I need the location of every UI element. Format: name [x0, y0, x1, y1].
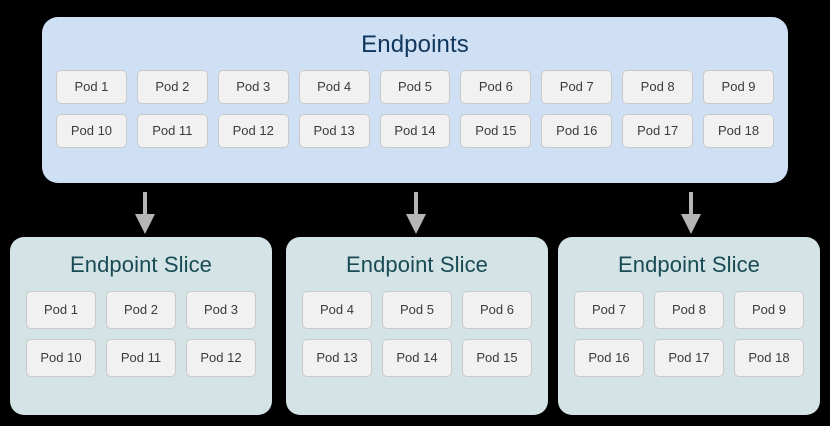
pod-chip: Pod 16	[541, 114, 613, 148]
arrow-head	[135, 214, 155, 234]
pod-chip: Pod 6	[460, 70, 532, 104]
pod-chip: Pod 1	[26, 291, 96, 329]
pod-chip: Pod 10	[56, 114, 127, 148]
endpoint-slice-panel-1: Endpoint Slice Pod 1 Pod 2 Pod 3 Pod 10 …	[10, 237, 272, 415]
pod-chip: Pod 13	[302, 339, 372, 377]
endpoint-slice-pod-grid: Pod 4 Pod 5 Pod 6 Pod 13 Pod 14 Pod 15	[302, 291, 532, 377]
arrow-head	[406, 214, 426, 234]
pod-chip: Pod 17	[622, 114, 694, 148]
pod-chip: Pod 2	[106, 291, 176, 329]
endpoint-slice-pod-grid: Pod 7 Pod 8 Pod 9 Pod 16 Pod 17 Pod 18	[574, 291, 804, 377]
pod-chip: Pod 14	[382, 339, 452, 377]
arrow-shaft	[689, 192, 693, 216]
arrow-down-icon	[403, 192, 429, 234]
endpoint-slice-title: Endpoint Slice	[617, 252, 761, 277]
pod-chip: Pod 13	[298, 114, 370, 148]
pod-chip: Pod 9	[703, 70, 774, 104]
pod-chip: Pod 18	[734, 339, 804, 377]
endpoint-slice-title: Endpoint Slice	[345, 252, 489, 277]
arrow-shaft	[414, 192, 418, 216]
pod-chip: Pod 11	[136, 114, 208, 148]
endpoint-slice-pod-grid: Pod 1 Pod 2 Pod 3 Pod 10 Pod 11 Pod 12	[26, 291, 256, 377]
arrow-shaft	[143, 192, 147, 216]
endpoint-slice-panel-3: Endpoint Slice Pod 7 Pod 8 Pod 9 Pod 16 …	[558, 237, 820, 415]
endpoints-panel: Endpoints Pod 1 Pod 2 Pod 3 Pod 4 Pod 5 …	[42, 17, 788, 183]
arrow-down-icon	[132, 192, 158, 234]
pod-chip: Pod 5	[382, 291, 452, 329]
pod-chip: Pod 12	[186, 339, 256, 377]
pod-chip: Pod 6	[462, 291, 532, 329]
pod-chip: Pod 18	[703, 114, 774, 148]
pod-chip: Pod 7	[574, 291, 644, 329]
endpoint-slice-panel-2: Endpoint Slice Pod 4 Pod 5 Pod 6 Pod 13 …	[286, 237, 548, 415]
pod-chip: Pod 7	[541, 70, 613, 104]
pod-chip: Pod 8	[622, 70, 694, 104]
pod-chip: Pod 2	[136, 70, 208, 104]
pod-chip: Pod 14	[379, 114, 451, 148]
pod-chip: Pod 16	[574, 339, 644, 377]
pod-chip: Pod 15	[462, 339, 532, 377]
arrow-down-icon	[678, 192, 704, 234]
pod-chip: Pod 11	[106, 339, 176, 377]
pod-chip: Pod 4	[302, 291, 372, 329]
pod-chip: Pod 5	[379, 70, 451, 104]
pod-chip: Pod 3	[186, 291, 256, 329]
endpoint-slice-row: Endpoint Slice Pod 1 Pod 2 Pod 3 Pod 10 …	[0, 237, 830, 415]
pod-chip: Pod 15	[460, 114, 532, 148]
endpoints-pod-grid: Pod 1 Pod 2 Pod 3 Pod 4 Pod 5 Pod 6 Pod …	[56, 70, 774, 148]
pod-chip: Pod 9	[734, 291, 804, 329]
pod-chip: Pod 4	[298, 70, 370, 104]
pod-chip: Pod 3	[217, 70, 289, 104]
pod-chip: Pod 1	[56, 70, 127, 104]
pod-chip: Pod 8	[654, 291, 724, 329]
arrow-head	[681, 214, 701, 234]
pod-chip: Pod 17	[654, 339, 724, 377]
pod-chip: Pod 12	[217, 114, 289, 148]
endpoint-slice-title: Endpoint Slice	[69, 252, 213, 277]
pod-chip: Pod 10	[26, 339, 96, 377]
endpoints-title: Endpoints	[361, 31, 469, 58]
